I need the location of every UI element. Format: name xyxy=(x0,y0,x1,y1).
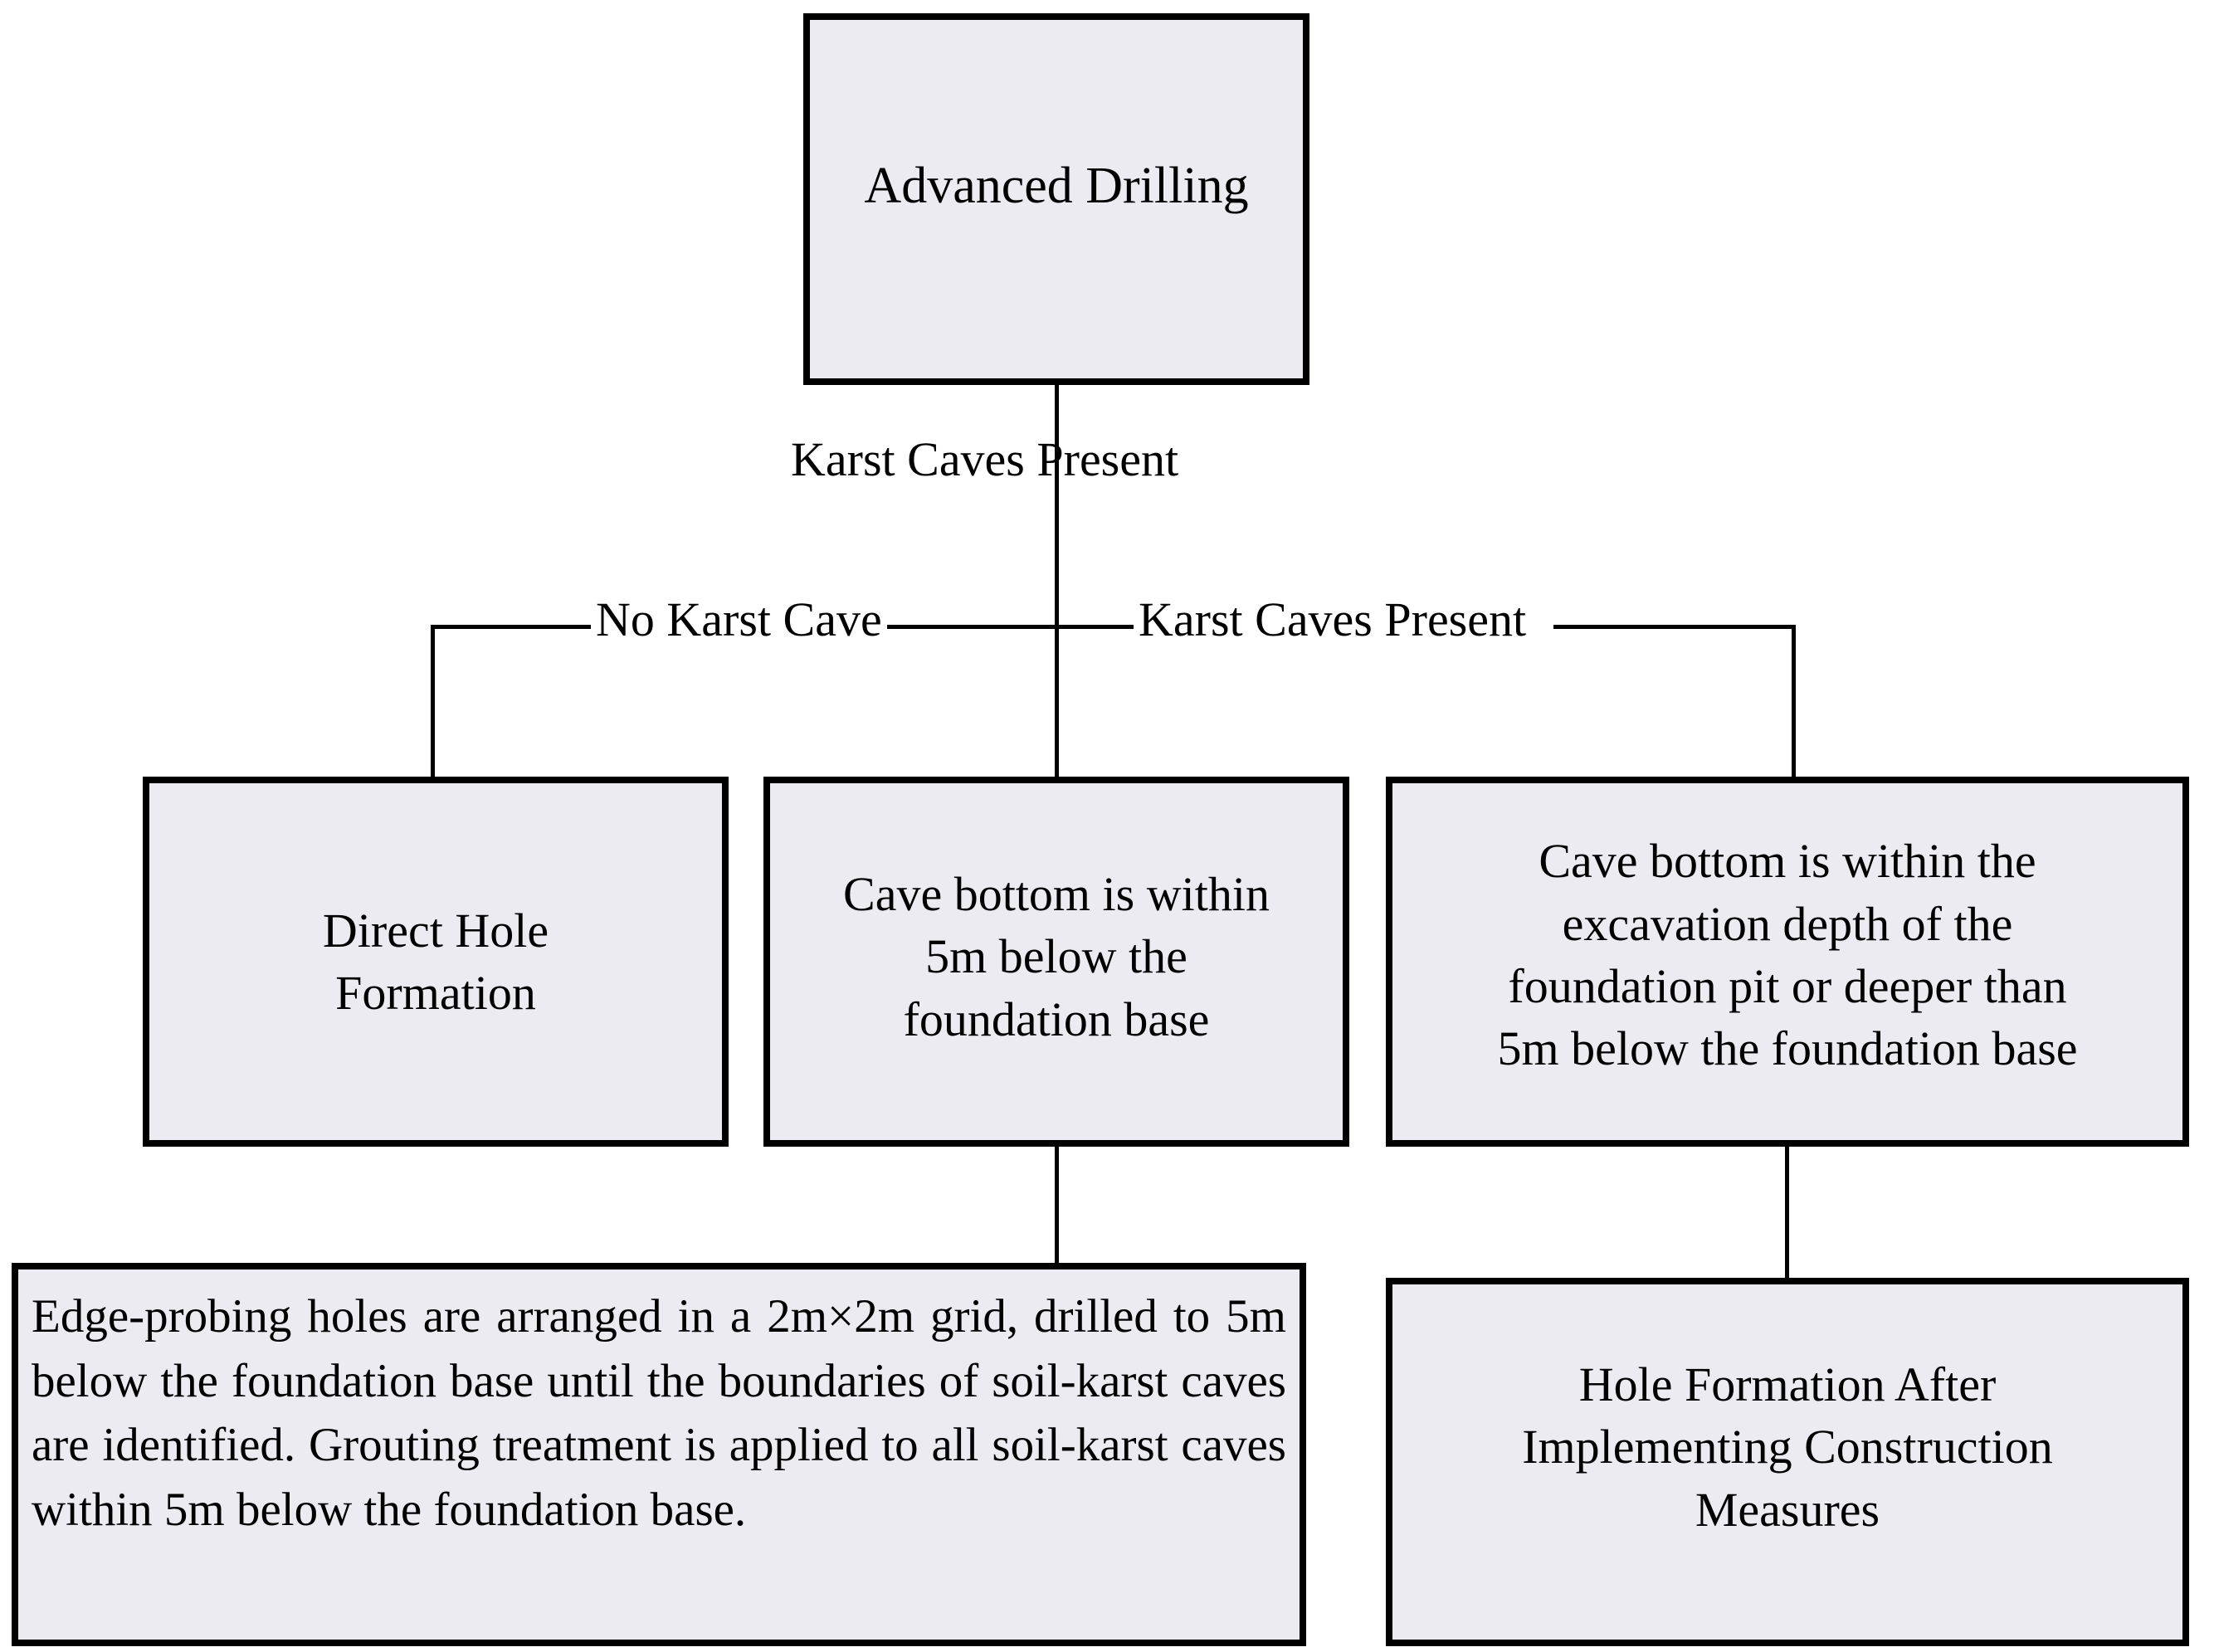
connector-cave-bottom-5m-to-edge-probing xyxy=(1055,1145,1059,1267)
connector-branch-to-cave-bottom-excavation xyxy=(1792,625,1796,781)
node-advanced-drilling[interactable]: Advanced Drilling xyxy=(803,13,1309,385)
node-direct-hole-formation[interactable]: Direct Hole Formation xyxy=(143,777,729,1147)
connector-branch-bus-right-inner xyxy=(1055,625,1138,629)
node-edge-probing-holes-label: Edge-probing holes are arranged in a 2m×… xyxy=(32,1290,1286,1536)
edge-label-no-karst-cave: No Karst Cave xyxy=(591,596,887,644)
connector-advanced-drilling-to-branch xyxy=(1055,383,1059,780)
node-hole-formation-after-measures-label: Hole Formation After Implementing Constr… xyxy=(1522,1357,2053,1537)
connector-branch-to-direct-hole-formation xyxy=(431,625,435,781)
connector-branch-bus-left-inner xyxy=(870,625,1057,629)
node-direct-hole-formation-label: Direct Hole Formation xyxy=(322,903,549,1020)
node-advanced-drilling-label: Advanced Drilling xyxy=(864,157,1249,214)
edge-label-karst-caves-present-branch: Karst Caves Present xyxy=(1134,596,1532,644)
node-cave-bottom-excavation-depth-label: Cave bottom is within the excavation dep… xyxy=(1497,834,2078,1076)
edge-label-karst-caves-present-top: Karst Caves Present xyxy=(791,432,1179,486)
node-cave-bottom-within-5m[interactable]: Cave bottom is within 5m below the found… xyxy=(763,777,1349,1147)
node-cave-bottom-within-5m-label: Cave bottom is within 5m below the found… xyxy=(843,866,1270,1046)
node-edge-probing-holes[interactable]: Edge-probing holes are arranged in a 2m×… xyxy=(12,1263,1306,1646)
node-cave-bottom-excavation-depth[interactable]: Cave bottom is within the excavation dep… xyxy=(1386,777,2189,1147)
node-hole-formation-after-measures[interactable]: Hole Formation After Implementing Constr… xyxy=(1386,1278,2189,1646)
connector-cave-bottom-excavation-to-hole-formation xyxy=(1785,1145,1789,1280)
connector-branch-bus-left-outer xyxy=(431,625,591,629)
connector-branch-bus-right-outer xyxy=(1553,625,1796,629)
